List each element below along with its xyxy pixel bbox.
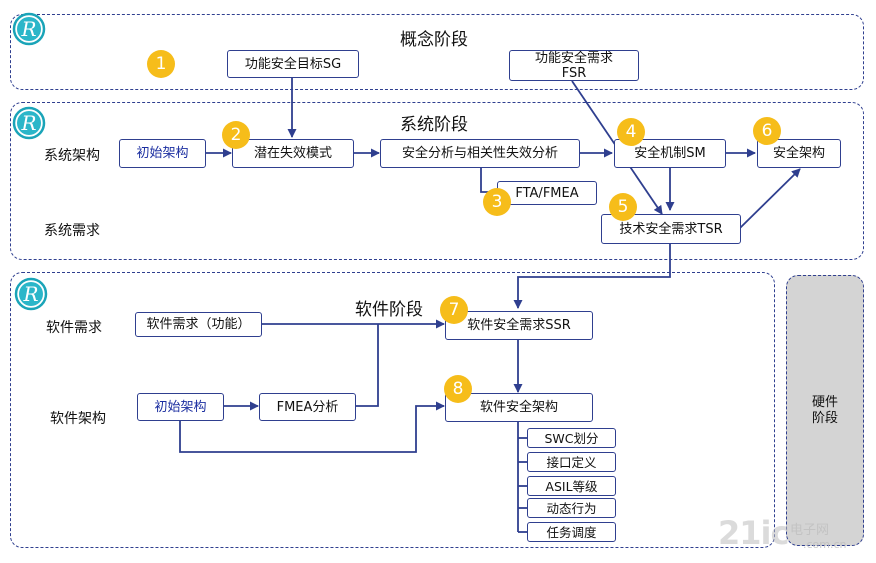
watermark-text: 电子网 bbox=[790, 523, 830, 538]
box-fmea-analysis: FMEA分析 bbox=[259, 393, 356, 421]
box-technical-safety-requirement-tsr: 技术安全需求TSR bbox=[601, 214, 741, 244]
sub-item-box: 接口定义 bbox=[527, 452, 616, 472]
sub-item-label: 动态行为 bbox=[546, 500, 597, 516]
step-badge-6: 6 bbox=[753, 117, 781, 145]
sub-item-box: 任务调度 bbox=[527, 522, 616, 542]
sub-item-label: ASIL等级 bbox=[545, 478, 598, 494]
box-safety-architecture-label: 安全架构 bbox=[772, 146, 825, 161]
step-badge-8: 8 bbox=[444, 375, 472, 403]
step-badge-3: 3 bbox=[483, 188, 511, 216]
sub-item-box: 动态行为 bbox=[527, 498, 616, 518]
sub-item-box: SWC划分 bbox=[527, 428, 616, 448]
hardware-phase-panel: 硬件阶段 bbox=[786, 275, 864, 546]
r-logo-icon: R bbox=[12, 106, 46, 140]
hardware-phase-title: 硬件阶段 bbox=[811, 394, 838, 426]
box-initial-architecture-software: 初始架构 bbox=[137, 393, 224, 421]
r-logo-icon: R bbox=[12, 12, 46, 46]
step-badge-7: 7 bbox=[440, 296, 468, 324]
box-sw-req-label: 软件需求（功能） bbox=[146, 317, 251, 332]
box-software-safety-architecture: 软件安全架构 bbox=[445, 393, 593, 422]
box-safety-mechanism-label: 安全机制SM bbox=[634, 146, 706, 161]
box-functional-safety-requirement-fsr: 功能安全需求 FSR bbox=[509, 50, 639, 81]
sub-item-box: ASIL等级 bbox=[527, 476, 616, 496]
box-software-safety-requirement-ssr: 软件安全需求SSR bbox=[445, 311, 593, 340]
sub-item-label: SWC划分 bbox=[544, 430, 599, 446]
step-badge-2: 2 bbox=[222, 121, 250, 149]
software-phase-panel bbox=[10, 272, 775, 548]
box-fta-fmea: FTA/FMEA bbox=[497, 181, 597, 205]
row-label-system-architecture: 系统架构 bbox=[44, 148, 100, 164]
box-safety-mechanism-sm: 安全机制SM bbox=[614, 139, 726, 168]
box-ssr-label: 软件安全需求SSR bbox=[467, 318, 571, 333]
box-initial-architecture-system: 初始架构 bbox=[119, 139, 206, 168]
step-badge-5: 5 bbox=[609, 193, 637, 221]
row-label-software-architecture: 软件架构 bbox=[50, 411, 106, 427]
box-fmea-label: FMEA分析 bbox=[276, 399, 339, 415]
svg-text:R: R bbox=[22, 282, 38, 306]
box-initial-architecture-system-label: 初始架构 bbox=[136, 146, 189, 161]
box-safety-dependent-failure-analysis: 安全分析与相关性失效分析 bbox=[380, 139, 580, 168]
concept-phase-panel bbox=[10, 14, 864, 90]
concept-phase-title: 概念阶段 bbox=[400, 30, 468, 50]
box-sw-safety-arch-label: 软件安全架构 bbox=[479, 400, 558, 415]
box-latent-failure-modes-label: 潜在失效模式 bbox=[253, 146, 332, 161]
box-fsr-line1: 功能安全需求 bbox=[534, 50, 613, 66]
box-software-requirements-function: 软件需求（功能） bbox=[135, 312, 262, 337]
system-phase-title: 系统阶段 bbox=[400, 115, 468, 135]
step-badge-1: 1 bbox=[147, 50, 175, 78]
sub-item-label: 接口定义 bbox=[546, 454, 597, 470]
box-safety-goal-sg-label: 功能安全目标SG bbox=[244, 56, 342, 72]
watermark-domain: .com.cn bbox=[803, 538, 847, 551]
svg-text:R: R bbox=[20, 111, 36, 135]
svg-text:R: R bbox=[20, 17, 36, 41]
software-phase-title: 软件阶段 bbox=[355, 300, 423, 320]
box-fsr-line2: FSR bbox=[561, 65, 587, 81]
r-logo-icon: R bbox=[14, 277, 48, 311]
watermark-logo: 21ic bbox=[718, 514, 789, 552]
system-phase-panel bbox=[10, 102, 864, 260]
box-tsr-label: 技术安全需求TSR bbox=[619, 221, 723, 237]
box-safety-analysis-label: 安全分析与相关性失效分析 bbox=[401, 146, 558, 161]
row-label-software-requirements: 软件需求 bbox=[46, 320, 102, 336]
step-badge-4: 4 bbox=[617, 118, 645, 146]
row-label-system-requirements: 系统需求 bbox=[44, 223, 100, 239]
box-latent-failure-modes: 潜在失效模式 bbox=[232, 139, 354, 168]
sub-item-label: 任务调度 bbox=[546, 524, 597, 540]
box-fta-fmea-label: FTA/FMEA bbox=[515, 185, 579, 201]
box-initial-architecture-software-label: 初始架构 bbox=[154, 399, 207, 415]
box-safety-goal-sg: 功能安全目标SG bbox=[227, 50, 359, 78]
